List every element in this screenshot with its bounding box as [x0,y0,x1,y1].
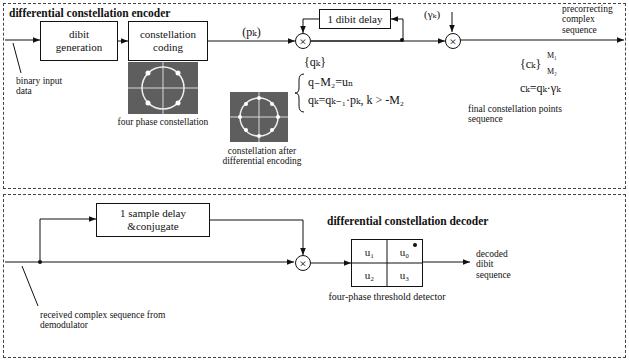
leader-line [22,266,38,306]
annotation: received complex sequence from demodulat… [40,310,172,331]
output-wire [460,40,624,41]
input-wire [5,40,40,41]
constellation-point [176,71,181,76]
constellation-point [257,96,261,100]
quadrant-lines [352,240,422,286]
quadrant-label: u₁ [365,246,374,257]
picture-ground [128,62,198,114]
multiplier-node: × [295,255,311,271]
constellation-picture [230,92,288,142]
connector [118,41,128,42]
detector-caption: four-phase threshold detector [329,291,446,302]
multiply-sign: × [299,35,306,48]
process-box: 1 dibit delay [319,9,391,30]
multiplier-node: × [295,33,311,49]
annotation: decoded dibit sequence [476,249,526,280]
constellation-point [270,128,274,132]
process-box: constellation coding [128,21,208,61]
panel-title: differential constellation decoder [327,215,488,227]
constellation-point [257,134,261,138]
annotation: precorrecting complex sequence [562,4,624,35]
constellation-point [270,102,274,106]
constellation-point [244,128,248,132]
box-label: dibit generation [45,28,113,53]
annotation: (γₖ) [424,8,451,20]
threshold-detector: u₁u₀u₂u₃four-phase threshold detector [351,239,423,287]
multiply-sign: × [299,257,306,270]
annotation: M₂ [547,68,569,77]
constellation-point [146,71,151,76]
multiplier-node: × [445,33,461,49]
constellation-point [146,101,151,106]
box-label: 1 sample delay &conjugate [101,207,205,232]
process-box: dibit generation [40,21,118,61]
multiplier-circle [296,34,311,49]
annotation: {qₖ} [304,56,344,69]
connector [210,220,303,255]
constellation-point [244,102,248,106]
quadrant-label: u₃ [400,269,409,280]
annotation: M₁ [547,52,569,61]
output-wire [422,262,470,263]
quadrant-label: u₀ [400,246,409,257]
picture-ground [230,92,288,142]
quadrant-line [352,263,422,264]
box-label: 1 dibit delay [328,13,383,26]
brace [295,74,304,112]
constellation-point [176,101,181,106]
annotation: q₋M₂=uₙ [308,76,418,89]
branch-wire [40,219,96,262]
connector [303,19,319,33]
annotation: constellation after differential encodin… [212,146,312,167]
connector [311,41,445,42]
box-label: constellation coding [133,28,203,53]
leader-line [13,43,21,73]
junction-dot [38,260,42,264]
multiply-sign: × [449,35,456,48]
annotation: binary input data [16,76,64,97]
gamma-wire [452,12,453,32]
annotation: four phase constellation [113,117,213,127]
input-wire [5,262,294,263]
multiplier-circle [446,34,461,49]
unit-circle [240,98,278,136]
constellation-point [238,115,242,119]
quadrant-label: u₂ [365,269,374,280]
connector [208,41,295,42]
annotation: cₖ=qₖ·γₖ [520,82,616,95]
dashed-panel: differential constellation decoder 1 samp… [3,194,626,358]
multiplier-circle [296,256,311,271]
process-box: 1 sample delay &conjugate [96,203,210,236]
constellation-point [276,115,280,119]
panel-title: differential constellation encoder [9,7,170,19]
edge-label: (pₖ) [240,26,262,39]
annotation: qₖ=qₖ₋₁·pₖ, k > -M₂ [308,94,468,107]
annotation: {cₖ} [520,58,548,71]
axis [163,62,164,114]
selected-point-dot [413,243,417,247]
unit-circle [142,67,184,109]
annotation: final constellation points sequence [468,104,564,125]
constellation-picture [128,62,198,114]
connector [311,263,351,264]
